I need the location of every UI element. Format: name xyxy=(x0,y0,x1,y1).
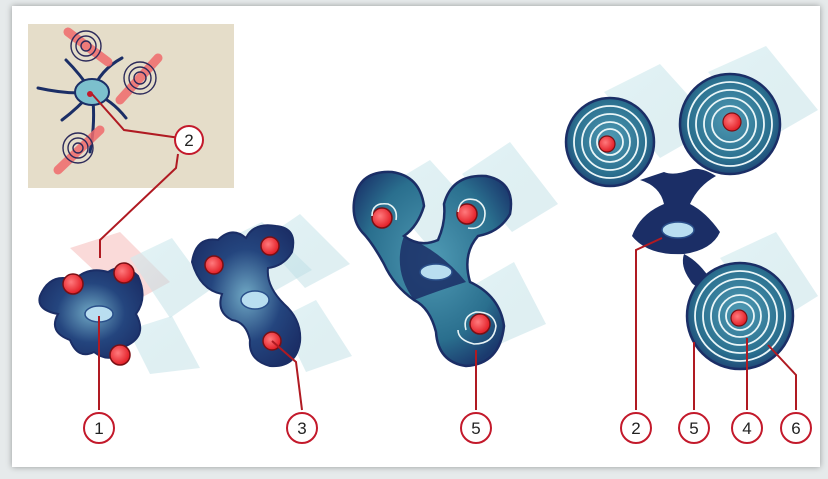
stage-1-cell xyxy=(38,232,210,374)
stage-4-spiral-a xyxy=(564,96,656,188)
stage-1-axon-a xyxy=(62,273,84,295)
stage-3-axon-a xyxy=(371,207,393,229)
leader-lines xyxy=(91,93,797,411)
stage-3-axon-c xyxy=(469,313,491,335)
label-stage4-b-text: 5 xyxy=(689,419,698,438)
label-stage4-c-text: 4 xyxy=(742,419,751,438)
stage-4-cell-core xyxy=(632,168,720,255)
label-stage4-a-text: 2 xyxy=(631,419,640,438)
stage-3-cell xyxy=(352,142,558,368)
label-inset-text: 2 xyxy=(184,131,193,150)
inset-marker-dot xyxy=(87,91,93,97)
stage-2-nucleus xyxy=(240,290,270,310)
stage-4-spiral-c xyxy=(685,261,795,371)
label-stage2: 3 xyxy=(286,412,318,444)
stage-4-nucleus xyxy=(661,221,695,239)
label-inset: 2 xyxy=(174,125,204,155)
label-stage4-d: 6 xyxy=(780,412,812,444)
label-stage1-text: 1 xyxy=(94,419,103,438)
stage-3-axon-b xyxy=(456,203,478,225)
stage-4-cell xyxy=(564,46,818,371)
stage-1-axon-c xyxy=(109,344,131,366)
inset-panel xyxy=(28,24,234,188)
stage-3-wraps xyxy=(371,198,497,345)
label-stage3: 5 xyxy=(460,412,492,444)
stage-2-axon-b xyxy=(260,236,280,256)
label-stage4-c: 4 xyxy=(731,412,763,444)
stage-1-axon-b xyxy=(113,262,135,284)
label-stage4-b: 5 xyxy=(678,412,710,444)
stage-3-nucleus xyxy=(419,263,453,281)
stage-2-axon-a xyxy=(204,255,224,275)
label-stage4-d-text: 6 xyxy=(791,419,800,438)
label-stage3-text: 5 xyxy=(471,419,480,438)
label-stage2-text: 3 xyxy=(297,419,306,438)
stage-4-spiral-b xyxy=(678,72,782,176)
stage-2-cell xyxy=(190,214,352,372)
inset-spirals xyxy=(62,30,157,164)
label-stage4-a: 2 xyxy=(620,412,652,444)
label-stage1: 1 xyxy=(83,412,115,444)
